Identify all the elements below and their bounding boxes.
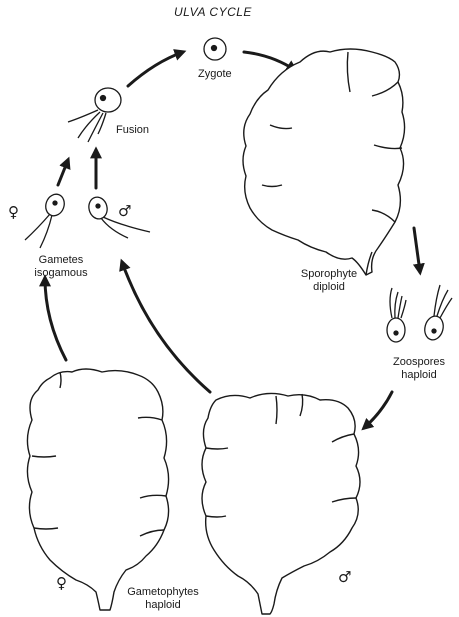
sporophyte-label-line2: diploid [292, 281, 366, 294]
female-gamete [25, 192, 67, 248]
diagram-title: ULVA CYCLE [174, 5, 252, 19]
arrow-female-gametophyte-to-gametes [45, 278, 66, 360]
male-gamete-symbol: ♂ [118, 202, 131, 220]
zygote-label: Zygote [198, 68, 232, 81]
zoospores-label: Zoospores haploid [386, 356, 452, 382]
fusion-label: Fusion [116, 124, 149, 137]
zygote-cell [204, 38, 226, 60]
arrow-zoospores-to-male-gametophyte [364, 392, 392, 428]
arrow-zygote-to-sporophyte [244, 52, 295, 70]
arrow-female-gamete-to-fusion [58, 160, 68, 185]
female-gametophyte-symbol: ♀ [56, 574, 67, 592]
sporophyte-thallus [243, 49, 405, 275]
arrow-fusion-to-zygote [128, 52, 183, 86]
gametes-label-line2: isogamous [26, 267, 96, 280]
female-gametophyte [27, 369, 168, 610]
gametophytes-label-line1: Gametophytes [118, 586, 208, 599]
gametophytes-label: Gametophytes haploid [118, 586, 208, 612]
sporophyte-label-line1: Sporophyte [292, 268, 366, 281]
arrow-sporophyte-to-zoospores [414, 228, 420, 272]
zoospores [387, 285, 452, 342]
zoospores-label-line2: haploid [386, 369, 452, 382]
fusion-cell [68, 88, 121, 142]
sporophyte-label: Sporophyte diploid [292, 268, 366, 294]
zoospores-label-line1: Zoospores [386, 356, 452, 369]
gametes-label: Gametes isogamous [26, 254, 96, 280]
gametophytes-label-line2: haploid [118, 599, 208, 612]
male-gametophyte-symbol: ♂ [338, 568, 351, 586]
gametes-label-line1: Gametes [26, 254, 96, 267]
female-gamete-symbol: ♀ [8, 203, 19, 221]
male-gametophyte [202, 393, 360, 614]
arrow-male-gametophyte-to-gametes [122, 262, 210, 392]
